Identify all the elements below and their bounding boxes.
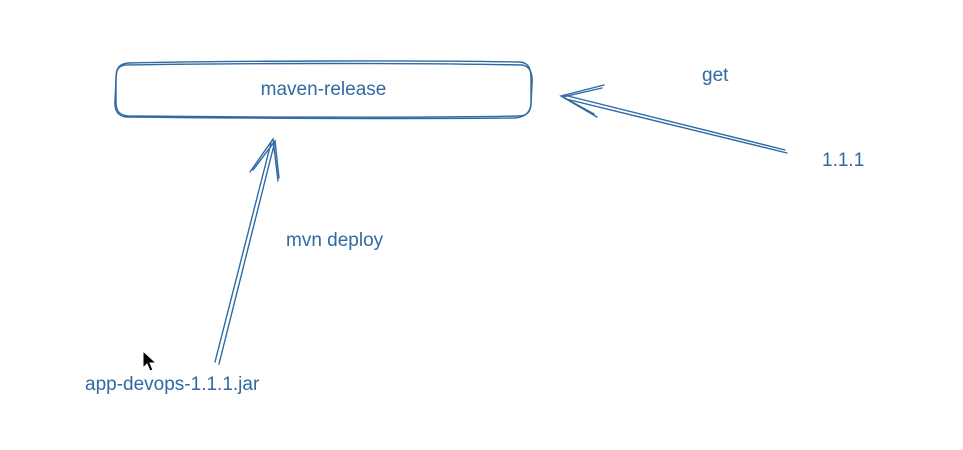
mouse-pointer-icon (142, 349, 158, 372)
repository-box[interactable]: maven-release (116, 61, 531, 117)
get-label: get (702, 65, 729, 86)
version-label: 1.1.1 (822, 150, 865, 171)
jar-label: app-devops-1.1.1.jar (85, 374, 260, 395)
get-arrow (559, 84, 788, 154)
repository-label: maven-release (260, 79, 387, 100)
repository-box-outline (114, 60, 533, 120)
deploy-arrow (214, 137, 280, 365)
mvn-deploy-label: mvn deploy (286, 230, 384, 251)
